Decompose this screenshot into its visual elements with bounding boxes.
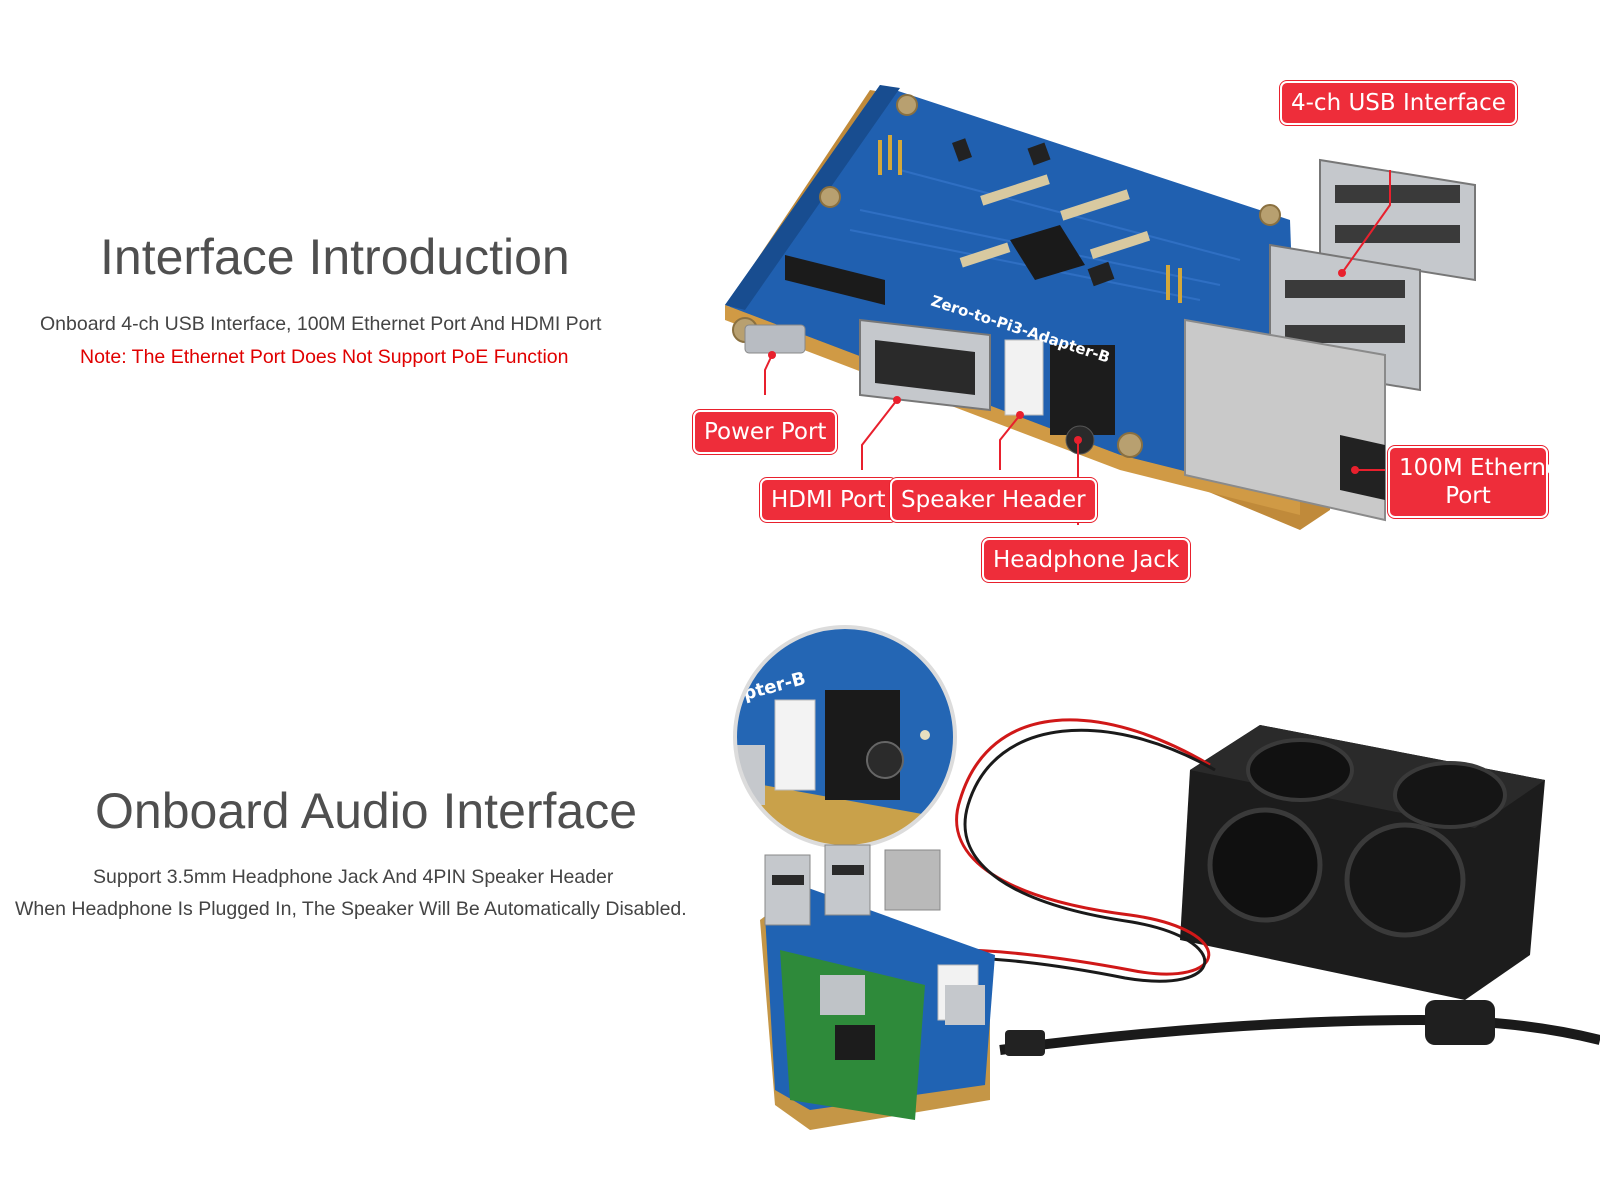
interface-description: Onboard 4-ch USB Interface, 100M Etherne… (40, 313, 602, 335)
headphone-jack-connector (1050, 345, 1115, 435)
ethernet-connector (1184, 318, 1386, 522)
audio-description-line2: When Headphone Is Plugged In, The Speake… (15, 898, 687, 920)
callout-usb-interface: 4-ch USB Interface (1280, 81, 1517, 125)
callout-ethernet-line2: Port (1445, 483, 1491, 509)
audio-description-line1: Support 3.5mm Headphone Jack And 4PIN Sp… (93, 866, 614, 888)
callout-hdmi-port: HDMI Port (760, 478, 897, 522)
section-title-interface-introduction: Interface Introduction (100, 229, 570, 285)
pcb-board (725, 85, 1300, 500)
speaker-header-connector (1004, 339, 1044, 416)
pi-zero-stack (760, 844, 995, 1130)
callout-ethernet-port: 100M Ethernet Port (1388, 446, 1569, 518)
callout-speaker-header: Speaker Header (890, 478, 1097, 522)
gpio-header (785, 255, 885, 305)
section-title-onboard-audio: Onboard Audio Interface (95, 783, 638, 839)
callout-headphone-jack: Headphone Jack (982, 538, 1191, 582)
usb-hub-chip (1010, 225, 1085, 280)
speaker-box (1180, 725, 1545, 1000)
poe-note: Note: The Ethernet Port Does Not Support… (80, 346, 569, 368)
callout-power-port: Power Port (693, 410, 838, 454)
inset-zoom-circle: pter-B (735, 627, 955, 847)
